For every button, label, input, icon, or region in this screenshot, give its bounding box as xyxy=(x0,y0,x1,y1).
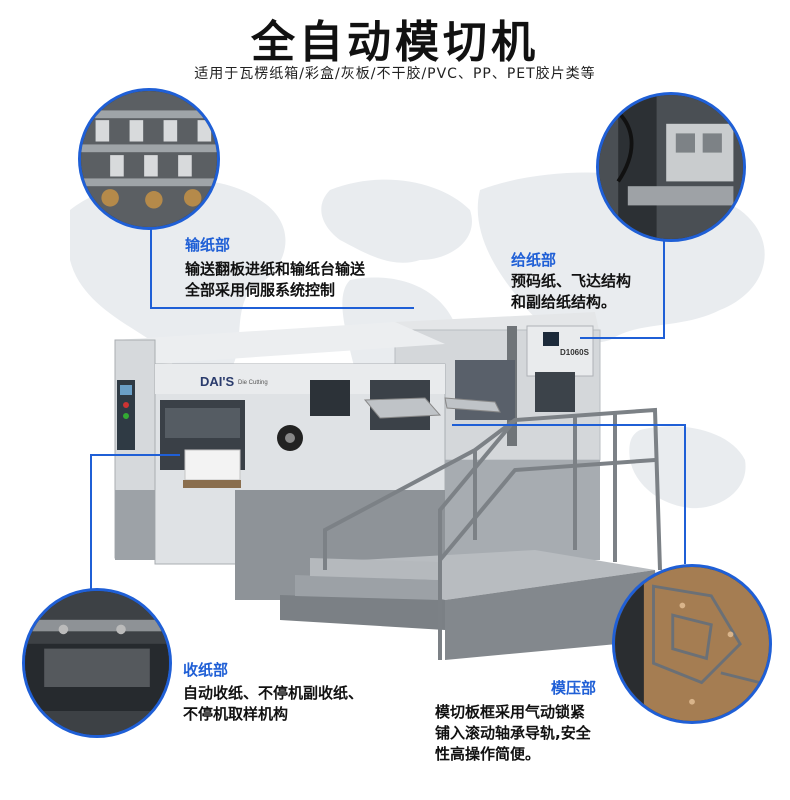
collecting-detail-photo xyxy=(22,588,172,738)
transport-callout-line-h xyxy=(150,307,414,309)
collecting-section-text: 自动收纸、不停机副收纸、 不停机取样机构 xyxy=(183,683,363,725)
transport-section-text: 输送翻板进纸和输纸台输送 全部采用伺服系统控制 xyxy=(185,259,365,301)
feeder-mechanism-icon xyxy=(599,95,743,239)
machine-model-label: D1060S xyxy=(560,348,590,357)
diepress-text-line: 铺入滚动轴承导轨,安全 xyxy=(435,724,591,742)
feeding-text-line: 和副给纸结构。 xyxy=(511,293,617,311)
transport-section-title: 输纸部 xyxy=(185,236,231,254)
transport-mechanism-icon xyxy=(81,91,217,227)
feeding-detail-photo xyxy=(596,92,746,242)
diepress-text-line: 模切板框采用气动锁紧 xyxy=(435,703,586,721)
page-subtitle: 适用于瓦楞纸箱/彩盒/灰板/不干胶/PVC、PP、PET胶片类等 xyxy=(194,66,596,82)
feeding-text-line: 预码纸、飞达结构 xyxy=(511,272,632,290)
feeding-callout-line-v xyxy=(663,235,665,338)
collecting-callout-line-v xyxy=(90,454,92,592)
die-cutting-machine-illustration: DAI'S Die Cutting D1060S xyxy=(114,312,662,660)
feeding-section-title: 给纸部 xyxy=(511,251,557,269)
feeding-section-text: 预码纸、飞达结构 和副给纸结构。 xyxy=(511,271,631,313)
collecting-text-line: 自动收纸、不停机副收纸、 xyxy=(183,684,364,702)
diepress-detail-photo xyxy=(612,564,772,724)
collecting-section-title: 收纸部 xyxy=(183,661,229,679)
transport-callout-line-v xyxy=(150,215,152,308)
collecting-text-line: 不停机取样机构 xyxy=(183,705,289,723)
transport-text-line: 全部采用伺服系统控制 xyxy=(185,281,336,299)
feeding-callout-line-h xyxy=(580,337,665,339)
transport-detail-photo xyxy=(78,88,220,230)
machine-brand-label: DAI'S xyxy=(200,374,234,389)
diepress-callout-line-v xyxy=(684,424,686,564)
transport-text-line: 输送翻板进纸和输纸台输送 xyxy=(185,260,366,278)
diepress-callout-line-h xyxy=(452,424,685,426)
diepress-board-icon xyxy=(615,567,769,721)
collecting-mechanism-icon xyxy=(25,591,169,735)
diepress-section-title: 模压部 xyxy=(551,679,597,697)
diepress-text-line: 性高操作简便。 xyxy=(435,745,541,763)
page-title: 全自动模切机 xyxy=(251,17,539,68)
collecting-callout-line-h xyxy=(90,454,180,456)
diepress-section-text: 模切板框采用气动锁紧 铺入滚动轴承导轨,安全 性高操作简便。 xyxy=(435,702,591,765)
machine-brand-sub-label: Die Cutting xyxy=(238,380,268,386)
